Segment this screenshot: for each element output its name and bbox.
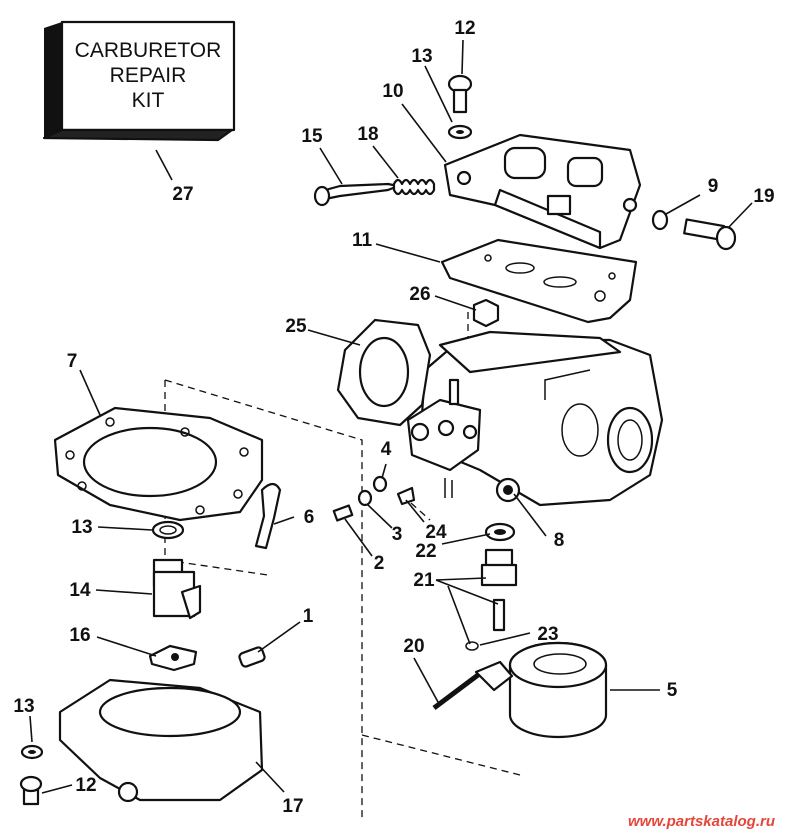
callout-13-mid: 13 [71, 517, 92, 538]
callout-12-top: 12 [454, 18, 475, 39]
callout-17: 17 [282, 796, 303, 817]
callout-12-bottom: 12 [75, 775, 96, 796]
callout-25: 25 [285, 316, 307, 337]
callout-9: 9 [708, 176, 719, 197]
small-parts [19, 74, 737, 806]
carburetor-body [406, 330, 664, 507]
callout-20: 20 [403, 636, 424, 657]
callout-7: 7 [67, 351, 78, 372]
callout-13-bottom: 13 [13, 696, 34, 717]
callout-23: 23 [537, 624, 558, 645]
callout-5: 5 [667, 680, 678, 701]
callout-27: 27 [172, 184, 193, 205]
callout-2: 2 [374, 553, 385, 574]
callout-1: 1 [303, 606, 314, 627]
callout-8: 8 [554, 530, 565, 551]
callout-labels: 12 13 10 15 18 9 19 11 26 25 27 7 13 6 1… [13, 18, 774, 817]
repair-kit-box: CARBURETOR REPAIR KIT [42, 20, 236, 142]
callout-13-top: 13 [411, 46, 432, 67]
kit-label-line2: REPAIR [110, 64, 187, 87]
callout-11: 11 [352, 230, 373, 251]
flange-gasket [336, 318, 432, 427]
carburetor-cover [443, 133, 642, 250]
callout-3: 3 [392, 524, 403, 545]
callout-18: 18 [357, 124, 378, 145]
callout-14: 14 [69, 580, 91, 601]
callout-15: 15 [301, 126, 323, 147]
callout-4: 4 [381, 439, 392, 460]
callout-16: 16 [69, 625, 90, 646]
cover-gasket [440, 238, 638, 324]
kit-label-line3: KIT [132, 89, 165, 112]
kit-label-line1: CARBURETOR [75, 39, 222, 62]
callout-19: 19 [753, 186, 774, 207]
callout-21: 21 [413, 570, 435, 591]
watermark-link[interactable]: www.partskatalog.ru [628, 813, 775, 830]
callout-24: 24 [425, 522, 447, 543]
callout-26: 26 [409, 284, 430, 305]
callout-10: 10 [382, 81, 403, 102]
callout-22: 22 [415, 541, 436, 562]
leader-lines [29, 39, 753, 794]
bowl-gasket [53, 406, 264, 522]
callout-6: 6 [304, 507, 315, 528]
